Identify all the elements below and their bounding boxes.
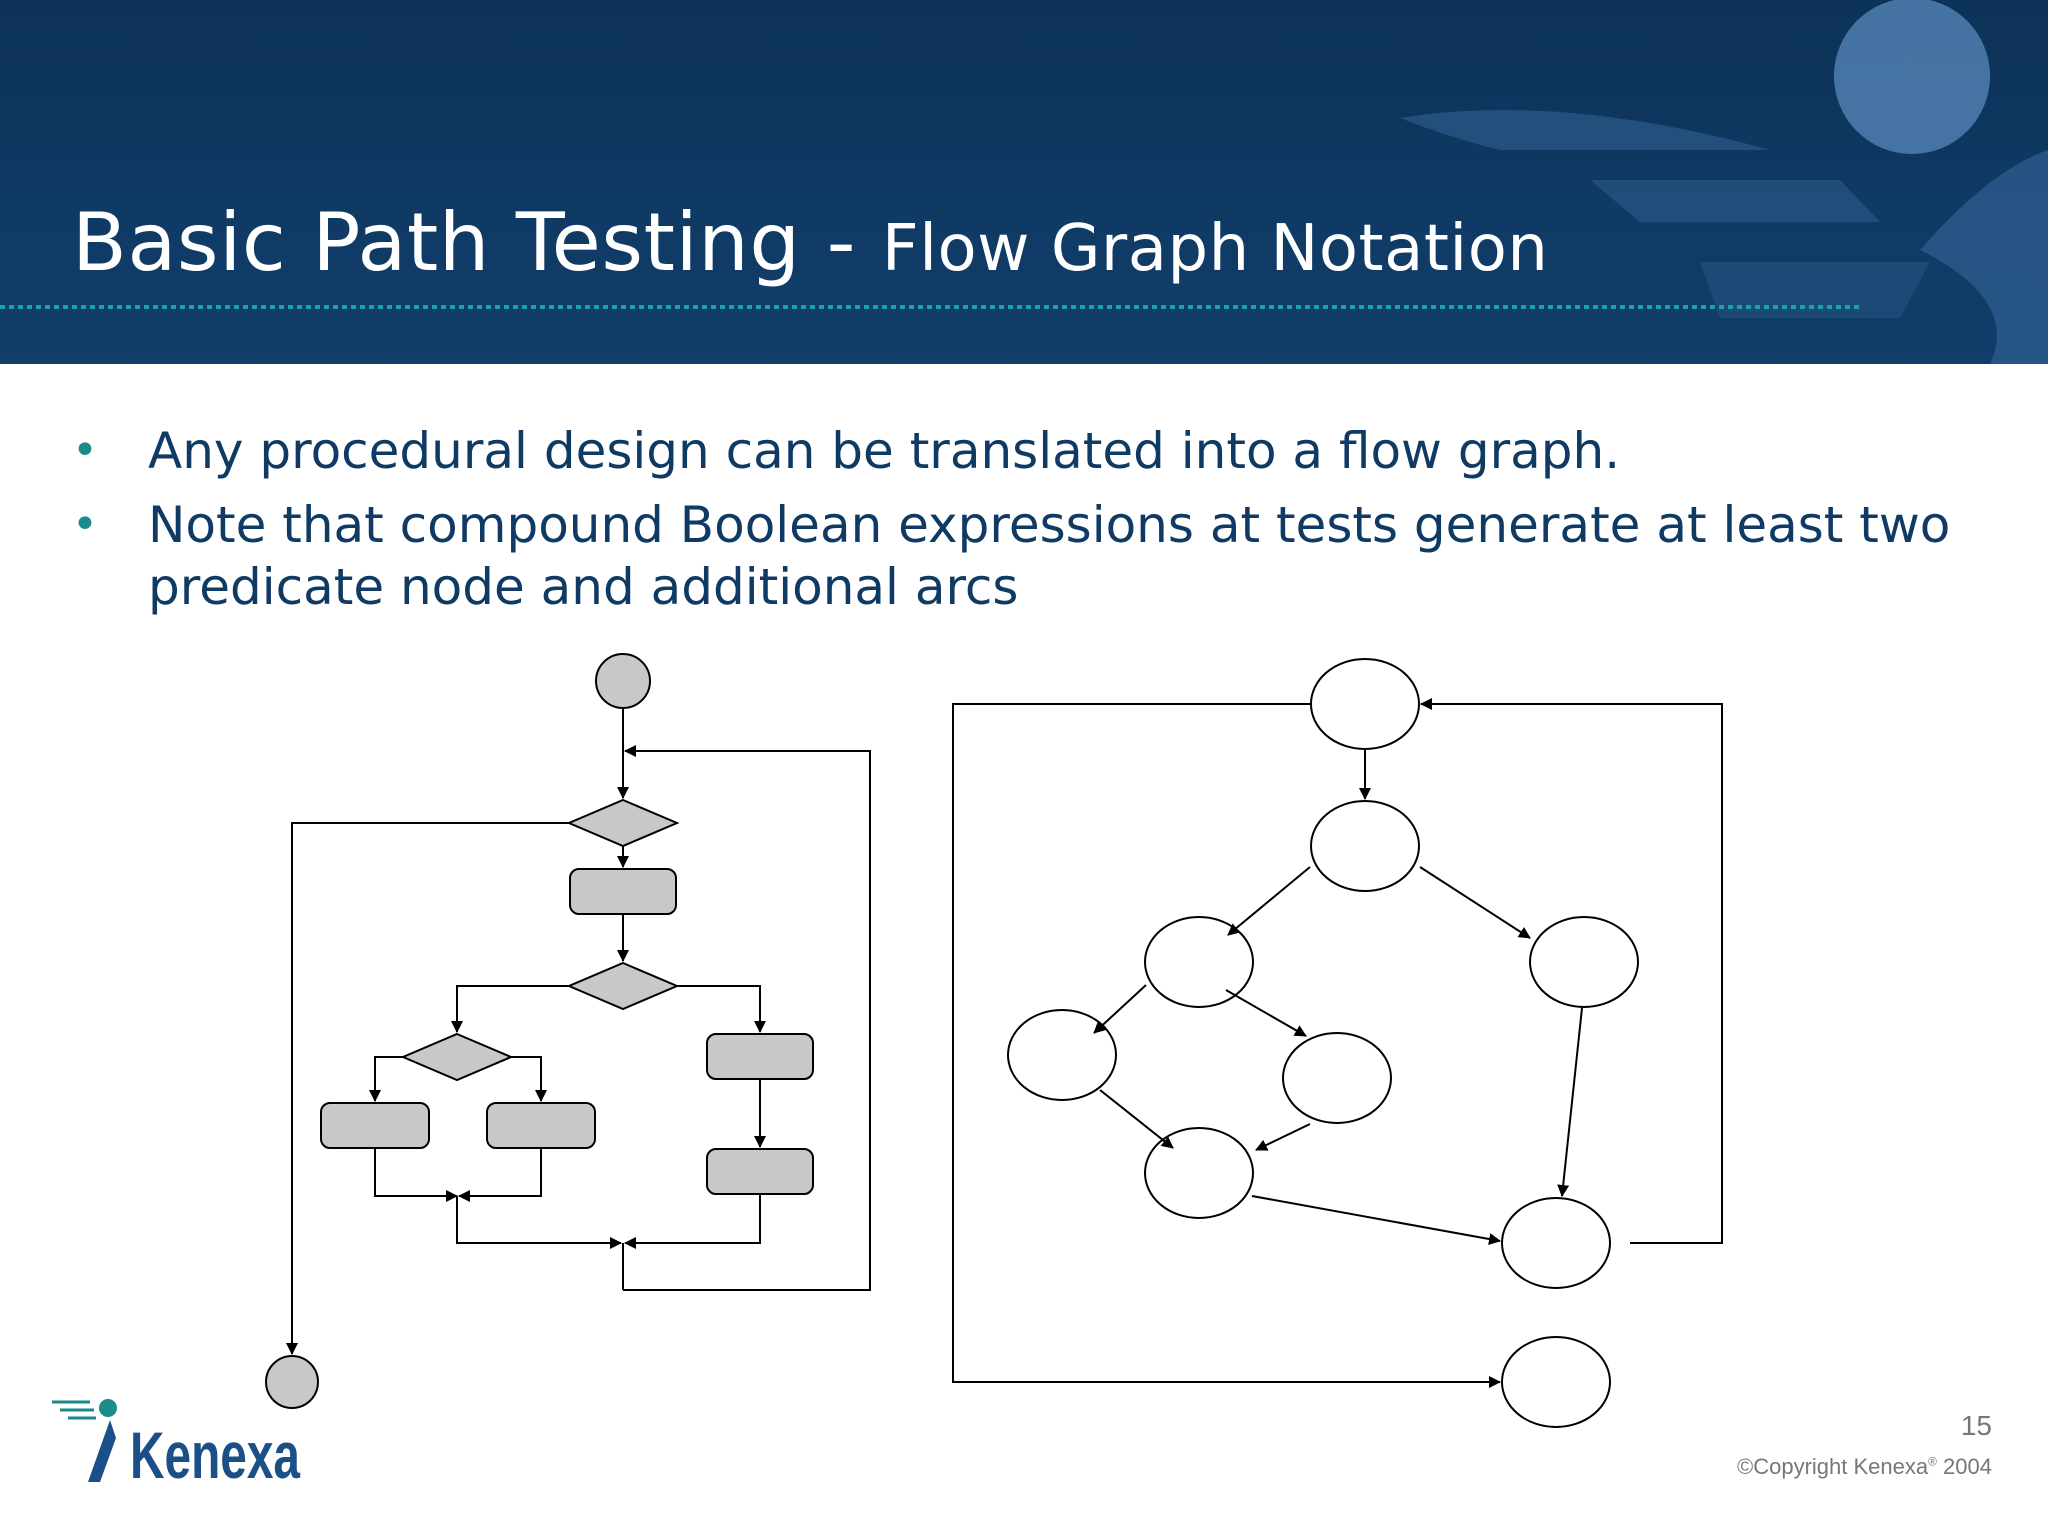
- flowchart-decision: [566, 798, 680, 848]
- flow-graph-edge: [1251, 1195, 1501, 1245]
- flowchart-edge: [511, 1056, 547, 1102]
- flowchart-decision: [566, 961, 680, 1011]
- registered-mark: ®: [1928, 1454, 1937, 1469]
- flowchart-edge: [456, 1196, 622, 1249]
- copyright: ©Copyright Kenexa® 2004: [1737, 1454, 1992, 1480]
- flowchart-process: [706, 1033, 814, 1080]
- flow-graph-edge: [1225, 989, 1307, 1037]
- flow-graph-edges: [952, 698, 1723, 1388]
- bullet-dot-icon: •: [72, 499, 98, 550]
- flowchart-edge: [623, 745, 871, 1291]
- bullet-dot-icon: •: [72, 425, 98, 476]
- flowchart-edge: [369, 1056, 403, 1102]
- flowchart-edge: [458, 1148, 542, 1202]
- flowchart-process: [569, 868, 677, 915]
- flowchart-end-node: [265, 1355, 319, 1409]
- flowchart-edge: [286, 822, 569, 1355]
- flow-graph-node: [1501, 1197, 1611, 1289]
- flow-graph-edge: [1255, 1123, 1311, 1151]
- bullet-text: Note that compound Boolean expressions a…: [148, 496, 1951, 616]
- flow-graph-edge: [1093, 984, 1147, 1034]
- kenexa-logo: Kenexa: [52, 1399, 301, 1490]
- slide-header: Basic Path Testing - Flow Graph Notation: [0, 0, 2048, 364]
- flowchart-edge: [374, 1148, 458, 1202]
- flow-graph-edge: [1099, 1089, 1174, 1149]
- flow-graph-node: [1282, 1032, 1392, 1124]
- flowchart-start-node: [595, 653, 651, 709]
- flowchart-process: [320, 1102, 430, 1149]
- bullet-list: • Any procedural design can be translate…: [72, 420, 1972, 630]
- flow-graph-node: [1144, 1127, 1254, 1219]
- flowchart-edge: [624, 1194, 761, 1249]
- flow-graph-node: [1310, 800, 1420, 892]
- header-decoration: [0, 0, 2048, 364]
- bullet-text: Any procedural design can be translated …: [148, 422, 1621, 480]
- slide-title-main: Basic Path Testing -: [72, 196, 882, 289]
- flow-graph-edge: [1420, 698, 1723, 1244]
- flow-graph-node: [1310, 658, 1420, 750]
- flowchart-decision: [400, 1032, 514, 1082]
- kenexa-figure-icon: [52, 1399, 117, 1482]
- flow-graph-edge: [1227, 866, 1311, 936]
- flow-graph: [1007, 658, 1639, 1428]
- bullet-item: • Note that compound Boolean expressions…: [72, 494, 1972, 618]
- bullet-item: • Any procedural design can be translate…: [72, 420, 1972, 482]
- flow-graph-node: [1144, 916, 1254, 1008]
- flowchart-process: [486, 1102, 596, 1149]
- copyright-text: ©Copyright Kenexa: [1737, 1454, 1929, 1479]
- flow-graph-node: [1007, 1009, 1117, 1101]
- flow-graph-node: [1501, 1336, 1611, 1428]
- flowchart: [265, 653, 871, 1409]
- kenexa-logo-text: Kenexa: [130, 1418, 301, 1490]
- page-number: 15: [1960, 1410, 1992, 1441]
- flowchart-process: [706, 1148, 814, 1195]
- flow-graph-edge: [1557, 1007, 1583, 1197]
- flow-graph-node: [1529, 916, 1639, 1008]
- flow-graph-edge: [1419, 866, 1531, 939]
- flowchart-edge: [677, 985, 766, 1033]
- flowchart-edge: [451, 985, 569, 1033]
- slide-title: Basic Path Testing - Flow Graph Notation: [72, 196, 1548, 289]
- flow-graph-edge: [952, 703, 1501, 1388]
- copyright-year: 2004: [1936, 1454, 1992, 1479]
- slide-title-sub: Flow Graph Notation: [881, 212, 1549, 286]
